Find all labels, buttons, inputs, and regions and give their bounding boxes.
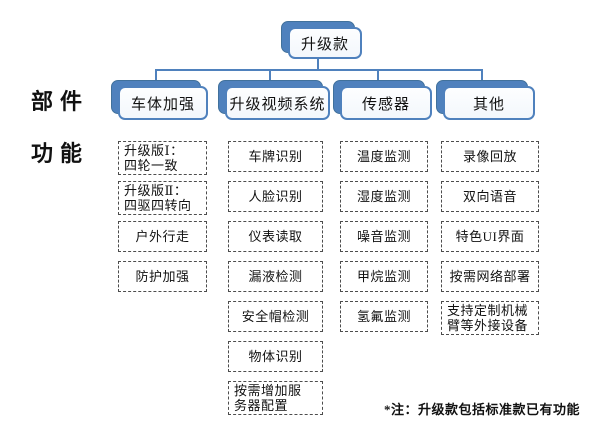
connector-drop-branch-1 bbox=[155, 70, 157, 83]
function-box: 支持定制机械 臂等外接设备 bbox=[441, 301, 539, 335]
function-box: 甲烷监测 bbox=[340, 261, 428, 292]
branch-header-others: 其他 bbox=[436, 80, 535, 120]
function-box: 噪音监测 bbox=[340, 221, 428, 252]
root-node-upgrade: 升级款 bbox=[281, 21, 362, 59]
branch-header-body-reinforcement: 车体加强 bbox=[111, 80, 208, 120]
branch-header-video-system: 升级视频系统 bbox=[218, 80, 330, 120]
branch-header-label: 其他 bbox=[443, 86, 535, 120]
branch-header-sensors: 传感器 bbox=[333, 80, 432, 120]
branch-header-label: 车体加强 bbox=[118, 86, 208, 120]
function-box: 按需增加服 务器配置 bbox=[228, 381, 323, 415]
function-box: 双向语音 bbox=[441, 181, 539, 212]
function-box: 车牌识别 bbox=[228, 141, 323, 172]
connector-horizontal-bar bbox=[155, 69, 483, 71]
function-box: 户外行走 bbox=[118, 221, 207, 252]
branch-header-label: 升级视频系统 bbox=[225, 86, 330, 120]
function-box: 安全帽检测 bbox=[228, 301, 323, 332]
row-label-components: 部件 bbox=[31, 89, 90, 114]
function-box: 漏液检测 bbox=[228, 261, 323, 292]
connector-root-stub bbox=[317, 57, 319, 71]
function-box: 物体识别 bbox=[228, 341, 323, 372]
function-box: 特色UI界面 bbox=[441, 221, 539, 252]
connector-drop-branch-2 bbox=[269, 70, 271, 83]
footnote-text: *注：升级款包括标准款已有功能 bbox=[384, 402, 581, 417]
function-box: 人脸识别 bbox=[228, 181, 323, 212]
row-label-functions: 功能 bbox=[31, 141, 90, 166]
function-box: 湿度监测 bbox=[340, 181, 428, 212]
function-box: 氢氟监测 bbox=[340, 301, 428, 332]
connector-drop-branch-4 bbox=[481, 70, 483, 83]
root-node-label: 升级款 bbox=[288, 27, 362, 59]
function-box: 按需网络部署 bbox=[441, 261, 539, 292]
function-box: 升级版Ⅱ： 四驱四转向 bbox=[118, 181, 207, 215]
function-box: 升级版Ⅰ： 四轮一致 bbox=[118, 141, 207, 175]
function-box: 防护加强 bbox=[118, 261, 207, 292]
function-box: 温度监测 bbox=[340, 141, 428, 172]
function-box: 录像回放 bbox=[441, 141, 539, 172]
branch-header-label: 传感器 bbox=[340, 86, 432, 120]
connector-drop-branch-3 bbox=[377, 70, 379, 83]
function-box: 仪表读取 bbox=[228, 221, 323, 252]
